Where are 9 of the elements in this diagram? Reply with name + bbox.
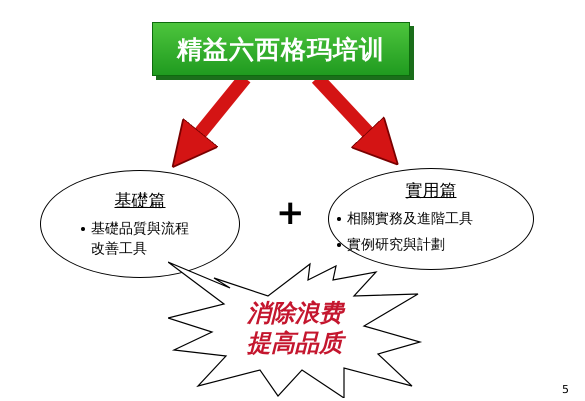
plus-sign: + (276, 196, 304, 230)
bullet-text: 基礎品質與流程改善工具 (91, 220, 190, 259)
bullet-text: 相關實務及進階工具 (347, 210, 474, 229)
page-number: 5 (562, 384, 569, 395)
section-heading: 基礎篇 (114, 190, 166, 212)
section-heading: 實用篇 (404, 180, 458, 202)
bullet-text: 實例研究與計劃 (347, 236, 446, 255)
slogan-text: 消除浪费提高品质 (242, 298, 348, 358)
title-text: 精益六西格玛培训 (177, 34, 385, 66)
